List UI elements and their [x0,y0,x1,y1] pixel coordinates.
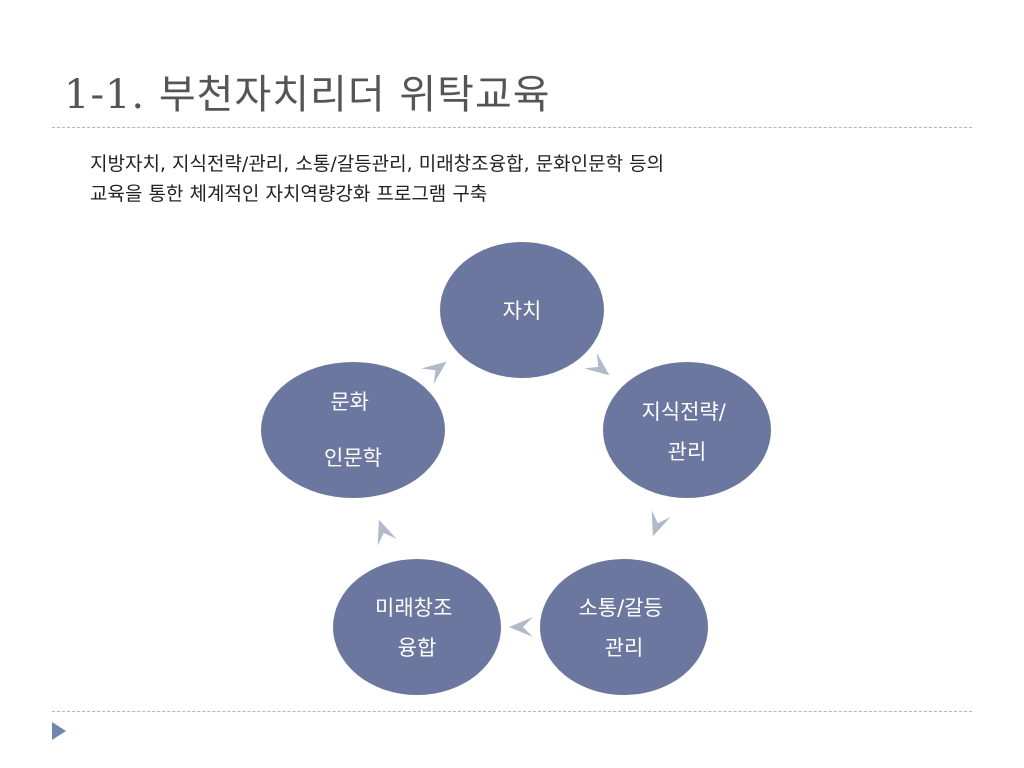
cycle-node-label: 관리 [605,636,644,660]
slide-subtitle: 지방자치, 지식전략/관리, 소통/갈등관리, 미래창조융합, 문화인문학 등의… [90,149,950,209]
cycle-node-label: 지식전략/ [641,400,726,424]
cycle-node-label: 소통/갈등 [578,596,662,620]
cycle-node-culture-humanities: 문화 인문학 [261,362,445,498]
nav-arrow-icon [52,722,66,740]
footer-divider [52,711,972,712]
cycle-arrow-2 [651,510,671,537]
cycle-node-label: 자치 [503,299,542,323]
cycle-arrow-3 [509,617,533,637]
cycle-node-label: 미래창조 [375,596,452,620]
title-divider [52,127,972,128]
subtitle-line-2: 교육을 통한 체계적인 자치역량강화 프로그램 구축 [90,183,488,205]
svg-text:지식전략/ 관리: 지식전략/ 관리 [641,400,732,464]
cycle-node-shape [440,242,604,378]
cycle-node-label: 인문학 [324,446,382,470]
cycle-node-label: 문화 [330,390,369,414]
cycle-node-label: 융합 [398,636,437,660]
svg-text:자치: 자치 [503,299,542,323]
subtitle-line-1: 지방자치, 지식전략/관리, 소통/갈등관리, 미래창조융합, 문화인문학 등의 [90,153,665,175]
svg-text:소통/갈등 관리: 소통/갈등 관리 [578,596,669,660]
cycle-arrow-4 [377,519,397,546]
svg-text:문화 인문학: 문화 인문학 [324,390,382,470]
slide-title: 1-1. 부천자치리더 위탁교육 [64,72,551,118]
cycle-node-communication-conflict: 소통/갈등 관리 [540,559,708,695]
cycle-node-knowledge-strategy: 지식전략/ 관리 [603,362,771,498]
cycle-arrow-1 [584,352,610,376]
cycle-node-shape [261,362,445,498]
cycle-arrow-5 [421,361,447,385]
cycle-node-shape [603,362,771,498]
svg-text:미래창조 융합: 미래창조 융합 [375,596,459,660]
cycle-node-shape [540,559,708,695]
cycle-arrows [377,352,671,637]
cycle-node-shape [333,559,501,695]
cycle-node-future-convergence: 미래창조 융합 [333,559,501,695]
cycle-node-label: 관리 [668,440,707,464]
cycle-node-jachi: 자치 [440,242,604,378]
